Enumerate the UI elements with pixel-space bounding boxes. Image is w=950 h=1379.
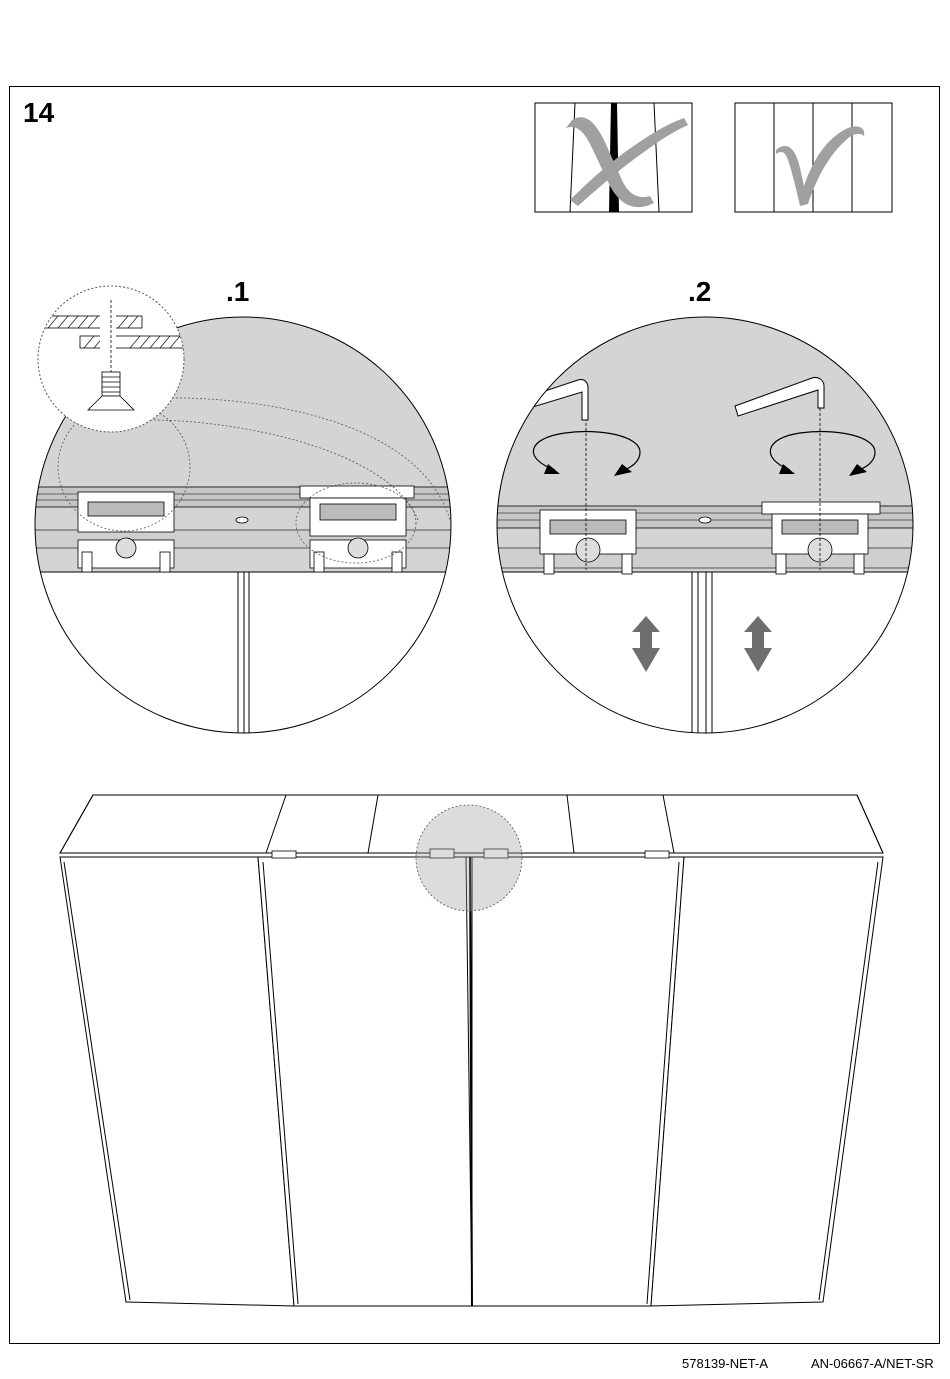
- screw-detail-inset: [30, 286, 184, 432]
- correct-alignment-panel: [735, 103, 892, 212]
- detail-circle-2: [490, 315, 920, 742]
- footer-document-code: AN-06667-A/NET-SR: [811, 1356, 934, 1371]
- roller-bracket-right: [300, 486, 414, 572]
- footer-article-code: 578139-NET-A: [682, 1356, 768, 1371]
- roller-bracket-left: [78, 492, 174, 572]
- zoom-highlight: [416, 805, 522, 911]
- wrong-alignment-panel: [535, 103, 692, 212]
